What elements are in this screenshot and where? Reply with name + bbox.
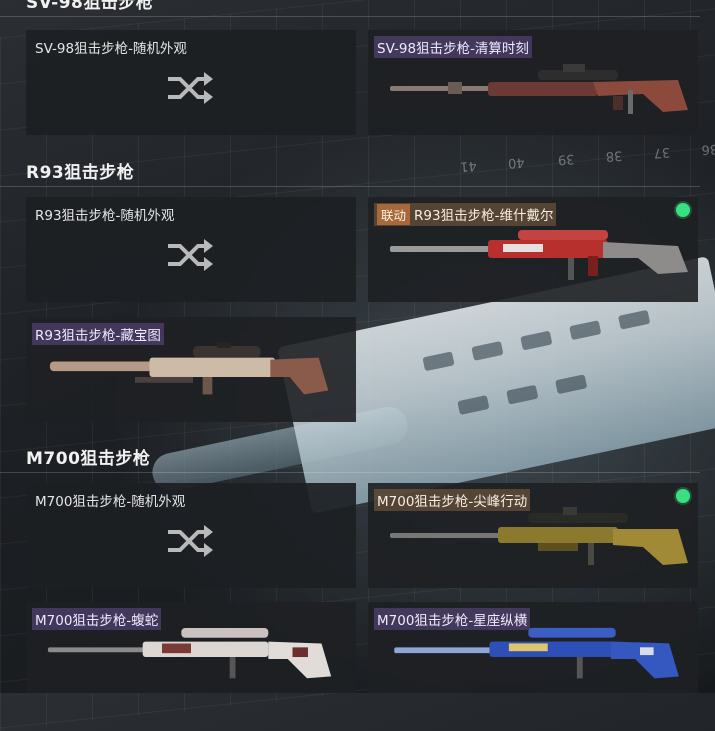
card-label: M700狙击步枪-尖峰行动 bbox=[374, 489, 531, 511]
ruler-mark: 36 bbox=[701, 140, 715, 157]
card-m700-skin-viper[interactable]: M700狙击步枪-蝮蛇 bbox=[26, 602, 356, 693]
rifle-r93-collab-skin-image bbox=[390, 230, 688, 280]
ruler-mark: 41 bbox=[459, 157, 478, 174]
section-divider bbox=[0, 186, 700, 187]
shuffle-icon bbox=[168, 239, 213, 271]
card-label-text: R93狙击步枪-维什戴尔 bbox=[414, 208, 554, 224]
card-label: R93狙击步枪-随机外观 bbox=[35, 208, 175, 224]
ruler-mark: 40 bbox=[507, 154, 526, 171]
card-m700-skin-peak[interactable]: M700狙击步枪-尖峰行动 bbox=[368, 483, 698, 588]
rifle-m700-viper-skin-image bbox=[47, 628, 332, 679]
shuffle-icon bbox=[168, 525, 213, 557]
section-divider bbox=[0, 472, 700, 473]
section-title-r93: R93狙击步枪 bbox=[26, 163, 135, 183]
owned-indicator-dot bbox=[676, 489, 690, 503]
rifle-r93-treasure-skin-image bbox=[49, 342, 329, 395]
rifle-m700-peak-skin-image bbox=[390, 507, 688, 565]
card-r93-random[interactable]: R93狙击步枪-随机外观 bbox=[26, 197, 356, 302]
background-ruler: 41 40 39 38 37 36 bbox=[439, 130, 715, 190]
card-r93-skin-treasure[interactable]: R93狙击步枪-藏宝图 bbox=[26, 317, 356, 422]
card-sv98-skin[interactable]: SV-98狙击步枪-清算时刻 bbox=[368, 30, 698, 135]
owned-indicator-dot bbox=[676, 203, 690, 217]
card-sv98-random[interactable]: SV-98狙击步枪-随机外观 bbox=[26, 30, 356, 135]
rifle-m700-constellation-skin-image bbox=[394, 627, 679, 679]
section-divider bbox=[0, 16, 700, 17]
card-m700-random[interactable]: M700狙击步枪-随机外观 bbox=[26, 483, 356, 588]
ruler-mark: 39 bbox=[557, 150, 575, 167]
ruler-mark: 38 bbox=[605, 147, 623, 164]
collab-tag: 联动 bbox=[377, 204, 411, 225]
card-label: M700狙击步枪-星座纵横 bbox=[374, 608, 531, 630]
card-label: M700狙击步枪-随机外观 bbox=[35, 494, 186, 510]
shuffle-icon bbox=[168, 72, 213, 104]
ruler-mark: 37 bbox=[653, 144, 671, 161]
card-label: SV-98狙击步枪-清算时刻 bbox=[374, 36, 532, 58]
card-label: SV-98狙击步枪-随机外观 bbox=[35, 41, 187, 57]
card-m700-skin-constellation[interactable]: M700狙击步枪-星座纵横 bbox=[368, 602, 698, 693]
section-title-m700: M700狙击步枪 bbox=[26, 449, 151, 469]
rifle-sv98-skin-image bbox=[390, 64, 688, 114]
card-label: R93狙击步枪-藏宝图 bbox=[32, 323, 164, 345]
section-title-sv98: SV-98狙击步枪 bbox=[26, 0, 154, 13]
card-label: M700狙击步枪-蝮蛇 bbox=[32, 608, 162, 630]
